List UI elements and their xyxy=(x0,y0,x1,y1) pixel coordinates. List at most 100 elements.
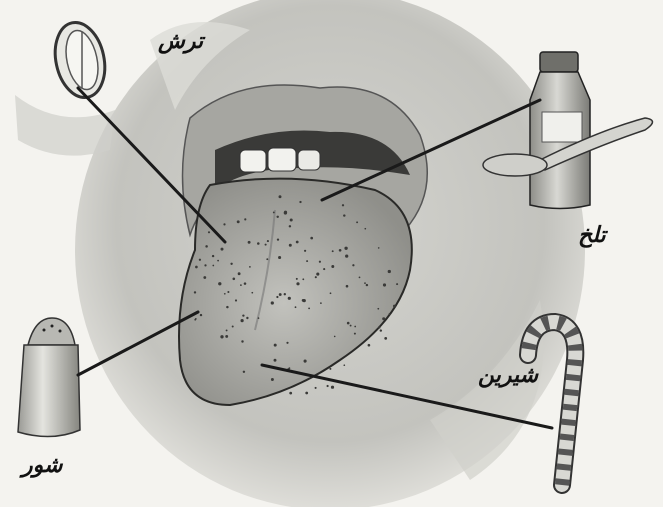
papilla-dot xyxy=(242,314,244,316)
papilla-dot xyxy=(212,265,214,267)
papilla-dot xyxy=(277,238,279,240)
salt-shaker-icon xyxy=(18,318,80,437)
papilla-dot xyxy=(296,278,298,280)
papilla-dot xyxy=(273,211,275,213)
papilla-dot xyxy=(289,225,291,227)
papilla-dot xyxy=(366,284,368,286)
papilla-dot xyxy=(354,333,356,335)
papilla-dot xyxy=(308,307,310,309)
papilla-dot xyxy=(304,360,307,363)
papilla-dot xyxy=(233,278,236,281)
papilla-dot xyxy=(289,367,291,369)
papilla-dot xyxy=(205,245,208,248)
papilla-dot xyxy=(342,204,344,206)
papilla-dot xyxy=(343,214,345,216)
papilla-dot xyxy=(323,268,325,270)
papilla-dot xyxy=(223,223,225,225)
papilla-dot xyxy=(227,291,229,293)
papilla-dot xyxy=(194,291,196,293)
papilla-dot xyxy=(237,220,240,223)
papilla-dot xyxy=(232,325,234,327)
papilla-dot xyxy=(344,247,347,250)
papilla-dot xyxy=(241,319,244,322)
papilla-dot xyxy=(380,329,382,331)
label-sour: ترش xyxy=(158,28,203,54)
papilla-dot xyxy=(389,313,391,315)
papilla-dot xyxy=(345,254,348,257)
papilla-dot xyxy=(359,277,361,279)
papilla-dot xyxy=(203,276,206,279)
papilla-dot xyxy=(204,264,206,266)
papilla-dot xyxy=(241,340,243,342)
papilla-dot xyxy=(346,285,349,288)
label-salty: شور xyxy=(22,452,62,478)
papilla-dot xyxy=(284,211,287,214)
papilla-dot xyxy=(217,260,219,262)
papilla-dot xyxy=(382,317,385,320)
papilla-dot xyxy=(330,292,332,294)
papilla-dot xyxy=(352,264,354,266)
papilla-dot xyxy=(200,314,202,316)
papilla-dot xyxy=(230,263,232,265)
papilla-dot xyxy=(393,305,396,308)
papilla-dot xyxy=(212,255,214,257)
papilla-dot xyxy=(220,335,223,338)
papilla-dot xyxy=(274,344,277,347)
papilla-dot xyxy=(221,248,224,251)
papilla-dot xyxy=(364,282,366,284)
papilla-dot xyxy=(388,270,391,273)
papilla-dot xyxy=(378,326,381,329)
papilla-dot xyxy=(284,293,286,295)
papilla-dot xyxy=(249,266,251,268)
papilla-dot xyxy=(288,297,291,300)
papilla-dot xyxy=(296,241,299,244)
papilla-dot xyxy=(315,387,317,389)
papilla-dot xyxy=(310,237,313,240)
papilla-dot xyxy=(305,392,308,395)
papilla-dot xyxy=(295,306,297,308)
papilla-dot xyxy=(218,282,221,285)
papilla-dot xyxy=(289,392,292,395)
papilla-dot xyxy=(276,296,278,298)
papilla-dot xyxy=(199,259,201,261)
papilla-dot xyxy=(244,282,247,285)
papilla-dot xyxy=(339,249,342,252)
papilla-dot xyxy=(364,228,366,230)
papilla-dot xyxy=(331,265,334,268)
papilla-dot xyxy=(327,385,329,387)
papilla-dot xyxy=(243,371,245,373)
papilla-dot xyxy=(276,216,278,218)
papilla-dot xyxy=(240,284,242,286)
label-bitter: تلخ xyxy=(578,222,606,248)
papilla-dot xyxy=(279,293,282,296)
papilla-dot xyxy=(226,329,228,331)
papilla-dot xyxy=(303,299,306,302)
papilla-dot xyxy=(235,299,237,301)
papilla-dot xyxy=(238,272,241,275)
papilla-dot xyxy=(378,247,380,249)
papilla-dot xyxy=(248,241,251,244)
papilla-dot xyxy=(302,278,304,280)
papilla-dot xyxy=(331,386,334,389)
papilla-dot xyxy=(334,336,336,338)
papilla-dot xyxy=(274,359,277,362)
papilla-dot xyxy=(289,244,292,247)
papilla-dot xyxy=(195,266,198,269)
papilla-dot xyxy=(225,335,228,338)
papilla-dot xyxy=(383,283,386,286)
papilla-dot xyxy=(224,293,226,295)
papilla-dot xyxy=(384,337,387,340)
papilla-dot xyxy=(279,195,282,198)
papilla-dot xyxy=(356,221,358,223)
lemon-slice-icon xyxy=(15,18,115,156)
papilla-dot xyxy=(306,260,308,262)
papilla-dot xyxy=(299,201,301,203)
papilla-dot xyxy=(195,318,197,320)
papilla-dot xyxy=(347,322,350,325)
papilla-dot xyxy=(244,218,246,220)
papilla-dot xyxy=(271,301,274,304)
papilla-dot xyxy=(316,273,319,276)
papilla-dot xyxy=(329,368,331,370)
papilla-dot xyxy=(258,317,260,319)
